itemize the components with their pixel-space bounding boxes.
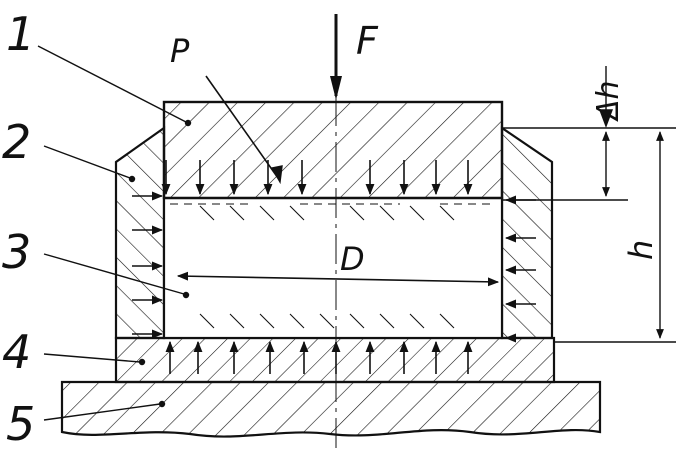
base-plate (60, 380, 602, 438)
right-lateral-arrows (504, 195, 536, 343)
dimension-lines (502, 66, 676, 343)
callout-1: 1 (6, 7, 35, 61)
height-label: h (622, 240, 660, 260)
diameter-label: D (340, 240, 365, 278)
delta-h-label: Δh (591, 80, 626, 122)
callout-2: 2 (2, 115, 31, 169)
diameter-dimension (176, 271, 500, 287)
punch (162, 100, 504, 200)
container-wall-left (114, 125, 166, 340)
pressure-label: P (170, 32, 190, 70)
leader-lines (37, 45, 283, 421)
bottom-ring (114, 336, 556, 384)
container-wall-right (500, 125, 554, 340)
bottom-pressure-arrows (165, 340, 473, 374)
callout-3: 3 (2, 225, 31, 279)
callout-4: 4 (2, 325, 31, 379)
top-pressure-arrows (161, 160, 473, 196)
force-label: F (356, 19, 379, 63)
callout-5: 5 (6, 397, 35, 451)
force-arrow (330, 14, 342, 100)
left-lateral-arrows (132, 191, 164, 339)
specimen (162, 196, 504, 340)
